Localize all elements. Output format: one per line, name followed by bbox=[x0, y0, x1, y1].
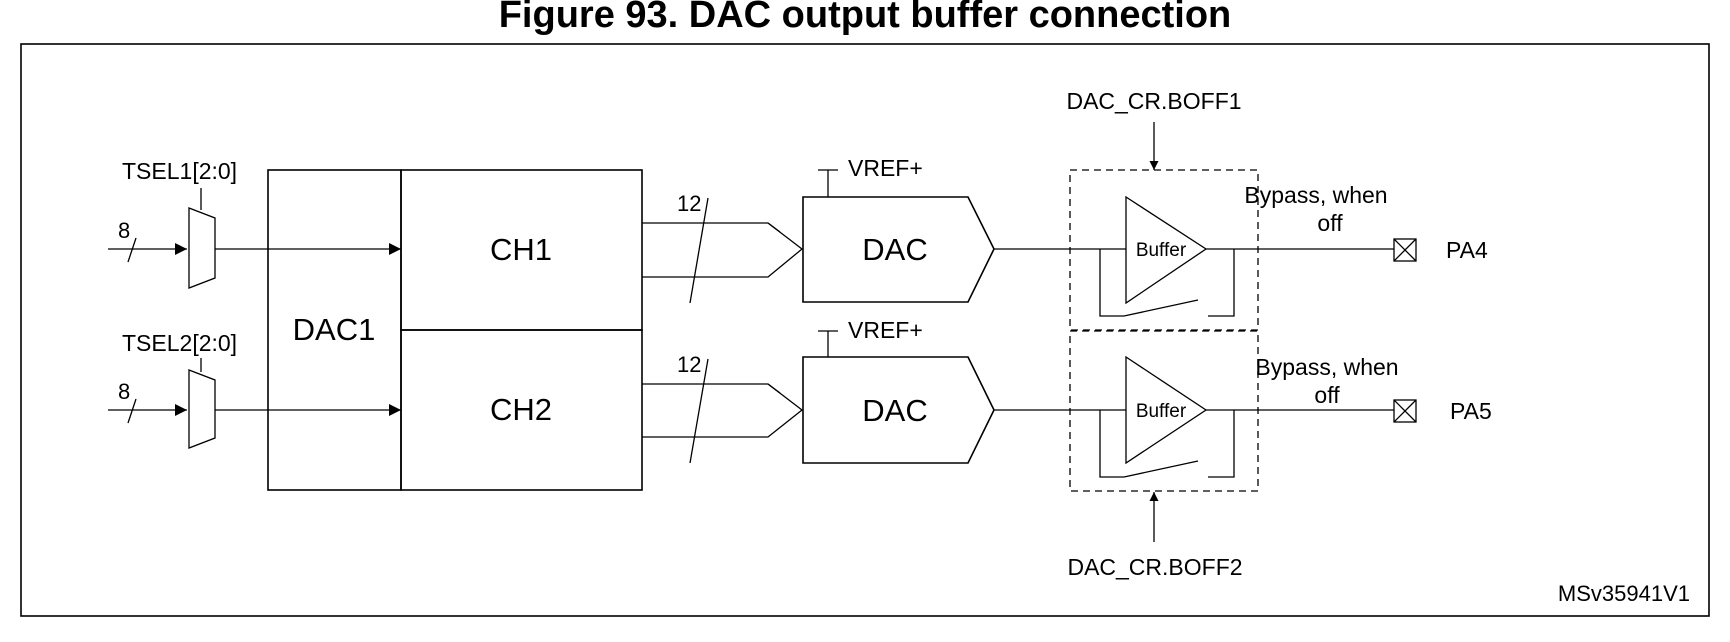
ch2-label: CH2 bbox=[490, 392, 552, 427]
bypass1-path-left bbox=[1099, 249, 1124, 317]
tsel1-label: TSEL1[2:0] bbox=[122, 158, 237, 184]
dac-converter-ch1-label: DAC bbox=[862, 232, 927, 267]
pin-pa5-cross-b bbox=[1393, 399, 1417, 423]
bus-width-in1: 8 bbox=[118, 218, 130, 243]
dac-converter-ch2 bbox=[802, 356, 995, 464]
bus12-ch1-detail-a bbox=[767, 222, 781, 233]
buffer2-label: Buffer bbox=[1136, 401, 1187, 422]
bus-slash-12-ch1 bbox=[689, 197, 709, 304]
vref1-label: VREF+ bbox=[848, 155, 923, 181]
figure-ref-id: MSv35941V1 bbox=[1558, 581, 1690, 606]
buffer2-triangle bbox=[1125, 355, 1208, 465]
pin-pa5-pad bbox=[1393, 399, 1417, 423]
dac-converter-ch2-label: DAC bbox=[862, 393, 927, 428]
boff2-label: DAC_CR.BOFF2 bbox=[1067, 554, 1242, 580]
bus12-ch2-detail-a bbox=[767, 383, 781, 394]
bypass2-label-line1: Bypass, when bbox=[1255, 354, 1398, 380]
vref2-label: VREF+ bbox=[848, 317, 923, 343]
tsel2-label: TSEL2[2:0] bbox=[122, 330, 237, 356]
bus-width-in2: 8 bbox=[118, 379, 130, 404]
bus12-ch1 bbox=[642, 222, 804, 278]
bypass2-path-left bbox=[1099, 410, 1124, 478]
bypass2-label-line2: off bbox=[1314, 382, 1340, 408]
bus-width-12-ch2: 12 bbox=[677, 352, 701, 377]
mux2 bbox=[188, 369, 216, 449]
buffer1-dashed-box bbox=[1069, 169, 1259, 331]
ch2-block bbox=[400, 329, 643, 491]
buffer1-triangle bbox=[1125, 195, 1208, 305]
pin-pa4-label: PA4 bbox=[1446, 237, 1488, 263]
pin-pa4-pad bbox=[1393, 238, 1417, 262]
bypass2-switch bbox=[1123, 460, 1199, 478]
dac1-label: DAC1 bbox=[293, 312, 376, 347]
figure-frame bbox=[20, 43, 1710, 617]
bypass1-label-line2: off bbox=[1317, 210, 1343, 236]
bus-slash-in1 bbox=[127, 237, 137, 263]
bus-slash-in2 bbox=[127, 398, 137, 424]
bypass1-path-right bbox=[1208, 249, 1235, 317]
bypass1-switch bbox=[1123, 299, 1199, 317]
bus12-ch2 bbox=[642, 383, 804, 438]
bus-width-12-ch1: 12 bbox=[677, 191, 701, 216]
ch1-label: CH1 bbox=[490, 232, 552, 267]
bypass2-path-right bbox=[1208, 410, 1235, 478]
pin-pa4-cross-b bbox=[1393, 238, 1417, 262]
bypass1-label-line1: Bypass, when bbox=[1244, 182, 1387, 208]
buffer1-label: Buffer bbox=[1136, 240, 1187, 261]
buffer2-dashed-box bbox=[1069, 330, 1259, 492]
dac-converter-ch1 bbox=[802, 196, 995, 303]
pin-pa5-label: PA5 bbox=[1450, 398, 1492, 424]
bus-slash-12-ch2 bbox=[689, 358, 709, 464]
boff1-label: DAC_CR.BOFF1 bbox=[1066, 88, 1241, 114]
figure-title: Figure 93. DAC output buffer connection bbox=[499, 0, 1232, 36]
mux1 bbox=[188, 207, 216, 289]
